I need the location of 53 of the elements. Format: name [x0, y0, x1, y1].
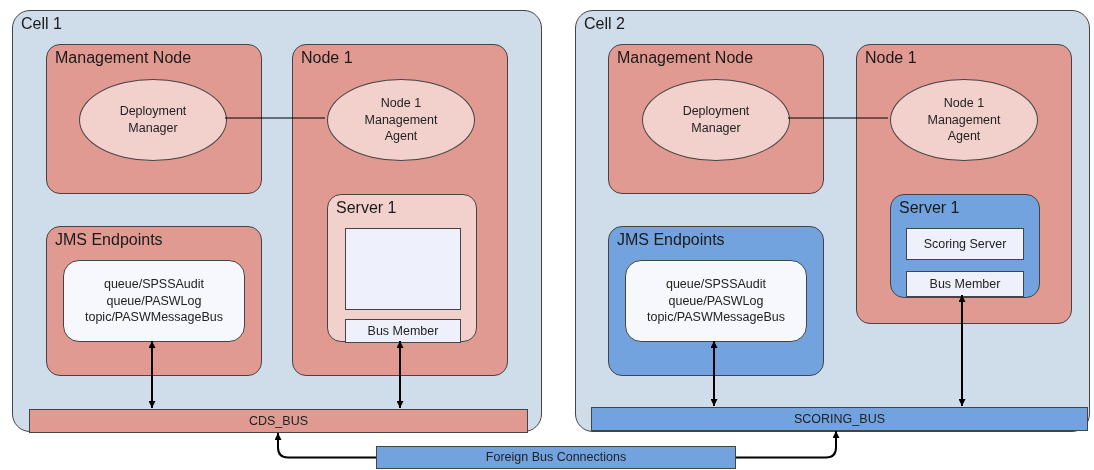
endpoints-panel — [46, 226, 262, 376]
bus-bar — [29, 409, 528, 433]
connector-line — [787, 117, 889, 119]
arrow — [958, 294, 966, 407]
bus-label: CDS_BUS — [248, 412, 308, 430]
box-label: topic/PASWMessageBus — [647, 309, 785, 327]
bus-member-box — [345, 319, 461, 343]
panel-title: JMS Endpoints — [617, 231, 725, 250]
box-label: Node 1 Management Agent — [926, 94, 1002, 146]
cell-panel — [12, 10, 542, 432]
panel-title: Server 1 — [336, 199, 397, 218]
panel-title: Node 1 — [301, 49, 353, 68]
arrow — [710, 340, 718, 407]
box-label: queue/PASWLog — [106, 292, 202, 310]
box-label: Node 1 Management Agent — [363, 94, 439, 146]
node-panel — [292, 44, 508, 376]
node-panel — [856, 44, 1072, 324]
bus-bar — [376, 446, 736, 469]
panel-title: Node 1 — [865, 49, 917, 68]
node-panel — [46, 44, 262, 194]
arrow — [735, 430, 840, 459]
service-box — [906, 228, 1024, 260]
arrow — [148, 340, 156, 409]
box-label: queue/PASWLog — [668, 292, 764, 310]
panel-title: Management Node — [617, 49, 754, 68]
box-label: topic/PASWMessageBus — [85, 309, 223, 327]
box-label: queue/SPSSAudit — [665, 275, 767, 293]
connector-line — [224, 117, 326, 119]
service-box — [345, 228, 461, 310]
panel-title: Management Node — [55, 49, 192, 68]
arrow — [274, 432, 377, 459]
box-label: Deployment Manager — [118, 103, 188, 137]
panel-title: Cell 1 — [21, 15, 62, 34]
endpoints-panel — [608, 226, 824, 376]
panel-title: Server 1 — [899, 199, 960, 218]
box-label: Bus Member — [929, 275, 1001, 293]
bus-label: Foreign Bus Connections — [485, 449, 627, 466]
box-label: Scoring Server — [923, 235, 1007, 253]
server-panel — [890, 194, 1040, 298]
bus-bar — [591, 407, 1088, 431]
queue-list-box — [625, 260, 807, 342]
node-panel — [608, 44, 824, 194]
queue-list-box — [63, 260, 245, 342]
box-label: Bus Member — [367, 322, 439, 340]
server-panel — [327, 194, 477, 342]
box-label: queue/SPSSAudit — [103, 275, 205, 293]
box-label: Deployment Manager — [681, 103, 751, 137]
arrow — [396, 340, 404, 409]
cell-panel — [575, 10, 1090, 432]
panel-title: JMS Endpoints — [55, 231, 163, 250]
bus-member-box — [906, 271, 1024, 297]
bus-label: SCORING_BUS — [794, 410, 885, 428]
panel-title: Cell 2 — [584, 15, 625, 34]
